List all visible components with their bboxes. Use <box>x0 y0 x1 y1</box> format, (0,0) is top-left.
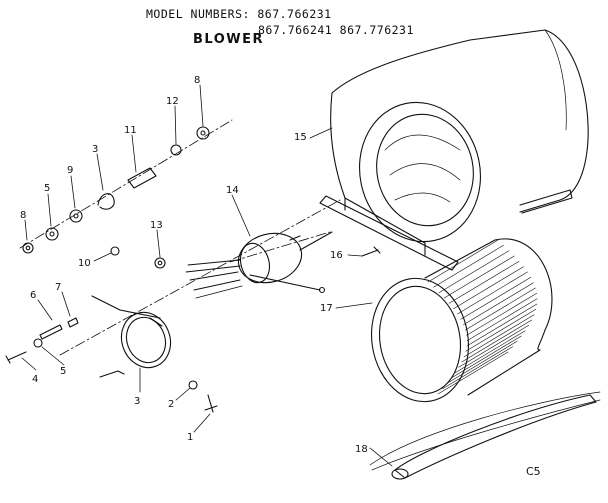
wheel-vane <box>466 292 538 336</box>
callout-1: 1 <box>187 432 193 443</box>
callout-4: 4 <box>32 374 38 385</box>
wheel-vane <box>460 276 532 320</box>
wheel-vane <box>442 346 513 390</box>
diagram-title: BLOWER <box>193 32 265 47</box>
callout-12: 12 <box>166 96 179 107</box>
wheel-vane <box>453 266 524 310</box>
wheel-vane <box>458 324 530 368</box>
callout-3: 3 <box>134 396 140 407</box>
callout-8: 8 <box>194 75 200 86</box>
callout-5: 5 <box>44 183 50 194</box>
motor-mount-ring <box>91 295 172 378</box>
blower-wheel <box>370 238 553 403</box>
wheel-vane <box>438 250 510 294</box>
wheel-vane <box>465 287 536 331</box>
callout-leaders <box>21 84 393 467</box>
wheel-vane <box>457 271 528 315</box>
wheel-vane <box>466 303 538 347</box>
blower-motor <box>185 231 333 299</box>
model-numbers-line2: 867.766241 867.776231 <box>258 23 414 37</box>
hardware-parts <box>5 126 218 413</box>
wheel-vane <box>450 335 522 379</box>
wheel-vane <box>448 260 520 304</box>
wheel-vane <box>454 330 526 374</box>
callout-15: 15 <box>294 132 307 143</box>
wheel-vane <box>446 340 518 384</box>
callout-2: 2 <box>168 399 174 410</box>
wheel-vane <box>437 351 509 395</box>
callout-16: 16 <box>330 250 343 261</box>
callout-17: 17 <box>320 303 333 314</box>
wheel-vane <box>433 245 504 288</box>
model-numbers-label: MODEL NUMBERS: 867.766231 <box>146 7 332 21</box>
wheel-vane <box>427 239 499 283</box>
wheel-vane <box>466 298 538 342</box>
callout-6: 6 <box>30 290 36 301</box>
callout-14: 14 <box>226 185 239 196</box>
callout-11: 11 <box>124 125 137 136</box>
callout-5: 5 <box>60 366 66 377</box>
callout-8: 8 <box>20 210 26 221</box>
mounting-screw <box>361 246 381 257</box>
wheel-vane <box>461 319 533 363</box>
blower-housing <box>319 29 589 271</box>
wheel-vane <box>465 308 537 352</box>
wheel-vane <box>463 282 534 326</box>
mounting-strap <box>369 391 601 480</box>
wheel-vane <box>463 314 535 358</box>
callout-numbers: 8 5 9 3 11 12 8 10 13 14 15 16 17 6 7 4 … <box>20 75 368 455</box>
callout-13: 13 <box>150 220 163 231</box>
wheel-vane <box>443 255 515 299</box>
callout-3: 3 <box>92 144 98 155</box>
shaft-axis-line <box>19 119 341 356</box>
diagram-code: C5 <box>526 465 541 478</box>
callout-9: 9 <box>67 165 73 176</box>
callout-18: 18 <box>355 444 368 455</box>
callout-7: 7 <box>55 282 61 293</box>
callout-10: 10 <box>78 258 91 269</box>
